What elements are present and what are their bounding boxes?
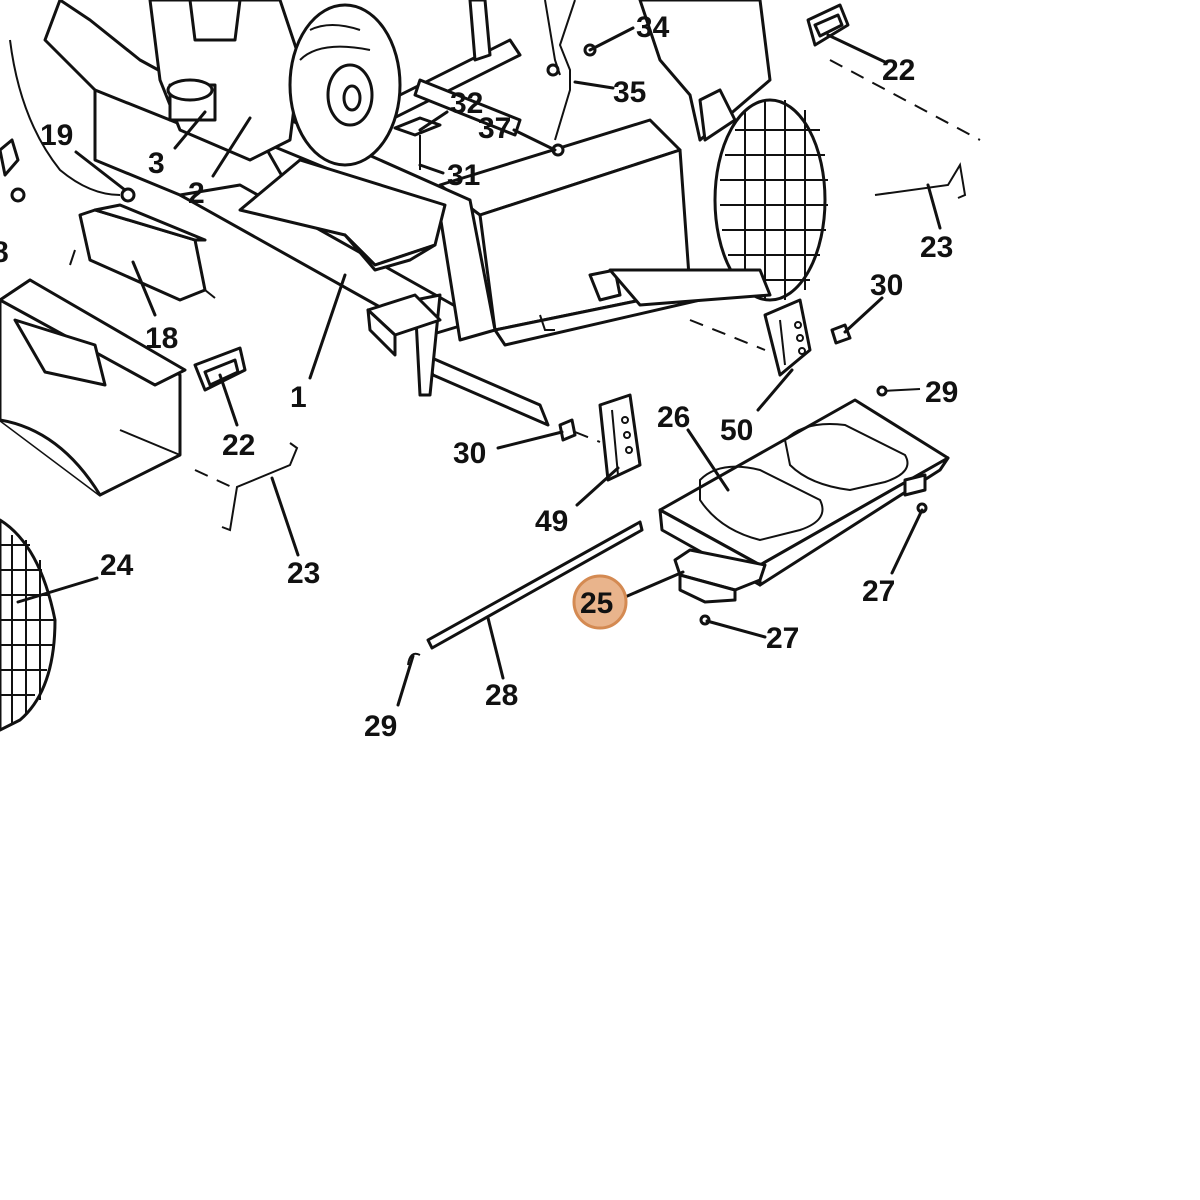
- callout-28: 28: [485, 679, 518, 712]
- callout-32: 32: [450, 87, 483, 120]
- callout-31: 31: [447, 159, 480, 192]
- center-front-parts: [407, 393, 950, 666]
- callout-3: 3: [148, 147, 165, 180]
- front-left-wheel: [0, 518, 57, 732]
- callout-27-lower: 27: [766, 622, 799, 655]
- callout-22-right: 22: [882, 54, 915, 87]
- callout-19: 19: [40, 119, 73, 152]
- callout-22-left: 22: [222, 429, 255, 462]
- callout-37: 37: [478, 112, 511, 145]
- callout-labels: 3 2 19 8 18 1 22 23 24 32 37 31 34 35 22…: [0, 11, 958, 743]
- callout-27-right: 27: [862, 575, 895, 608]
- callout-30-right: 30: [870, 269, 903, 302]
- callout-29-right: 29: [925, 376, 958, 409]
- callout-1: 1: [290, 381, 307, 414]
- callout-26: 26: [657, 401, 690, 434]
- callout-23-left: 23: [287, 557, 320, 590]
- rear-right-wheel: [608, 0, 828, 307]
- callout-23-right: 23: [920, 231, 953, 264]
- callout-24: 24: [100, 549, 134, 582]
- callout-50: 50: [720, 414, 753, 447]
- callout-49: 49: [535, 505, 568, 538]
- callout-25: 25: [580, 587, 613, 620]
- right-side-parts: [689, 3, 981, 397]
- callout-34: 34: [636, 11, 670, 44]
- callout-35: 35: [613, 76, 646, 109]
- callout-2: 2: [188, 177, 205, 210]
- callout-30-left: 30: [453, 437, 486, 470]
- leader-lines: [16, 26, 942, 707]
- callout-29-left: 29: [364, 710, 397, 743]
- callout-8: 8: [0, 236, 9, 269]
- control-parts: [393, 0, 597, 170]
- callout-18: 18: [145, 322, 178, 355]
- highlight-marker: [572, 574, 628, 630]
- left-parts: [0, 39, 299, 532]
- engine-assembly: [148, 0, 402, 167]
